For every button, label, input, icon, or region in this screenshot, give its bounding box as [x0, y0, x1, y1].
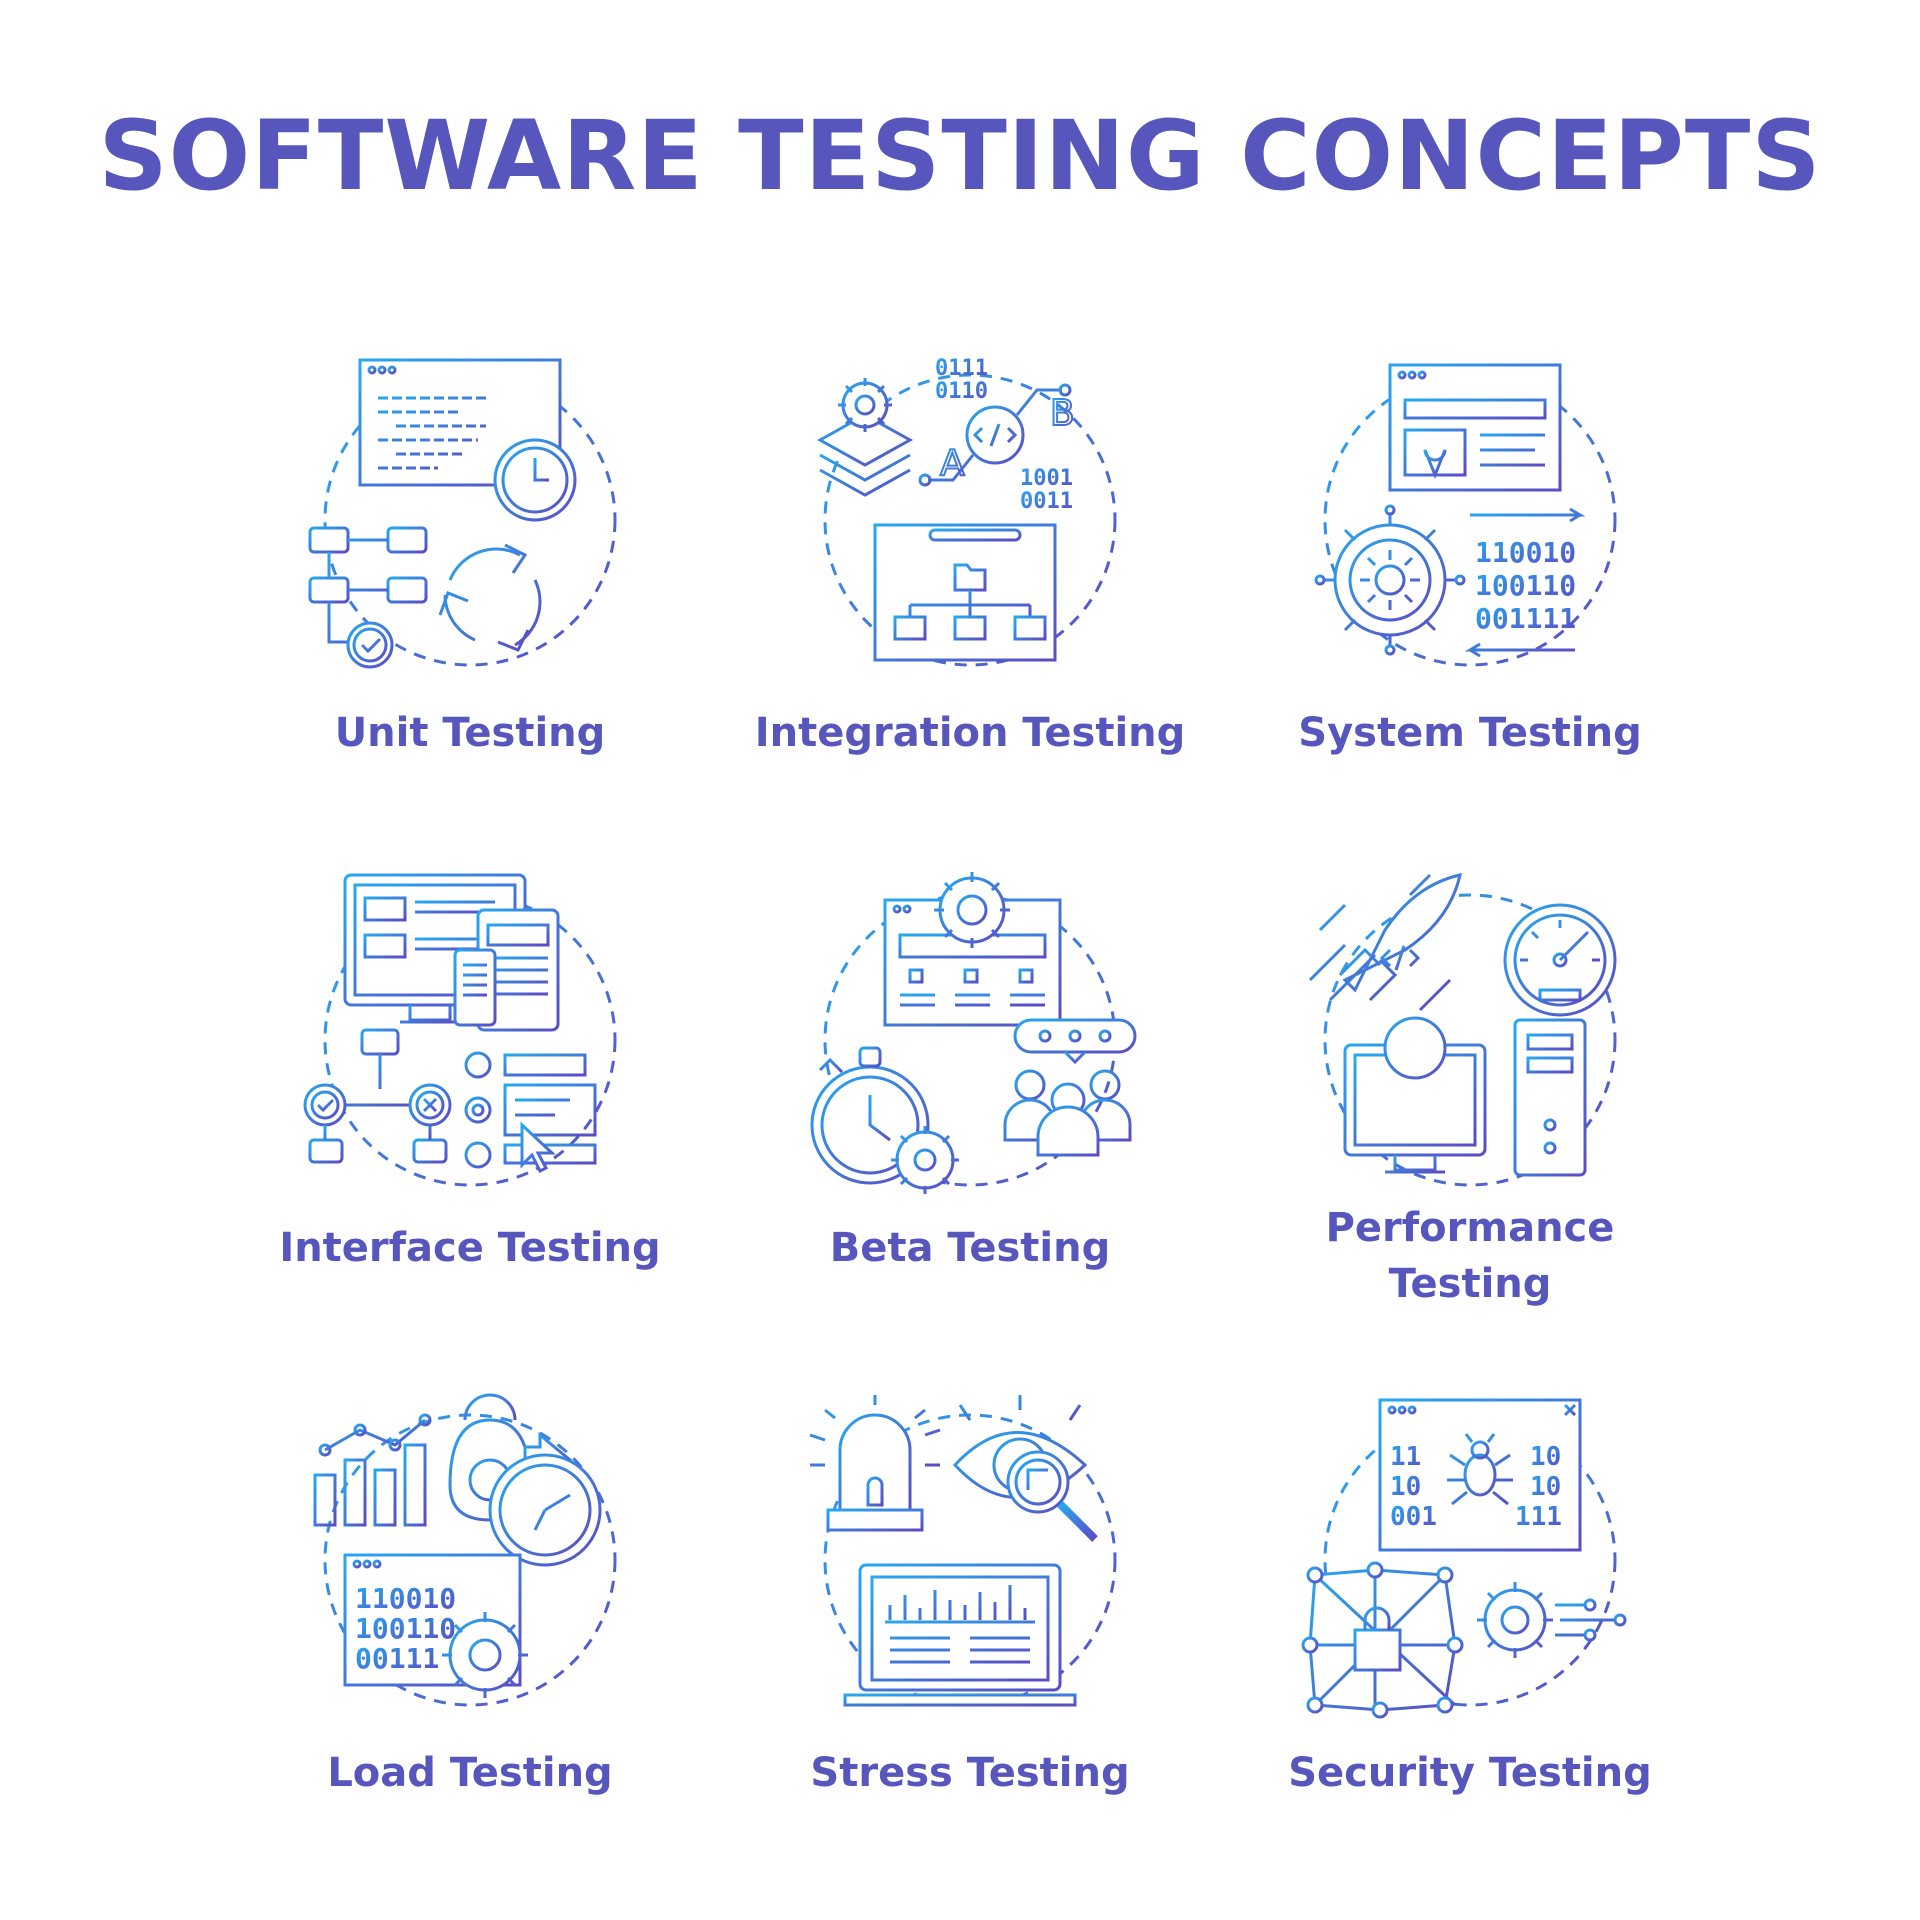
concept-label: Load Testing	[327, 1750, 613, 1796]
svg-text:B: B	[1050, 393, 1075, 434]
security-testing-icon: 11 10 001 10 10 111	[1300, 1390, 1640, 1730]
concept-label: Unit Testing	[334, 710, 606, 756]
concept-label: System Testing	[1298, 710, 1642, 756]
svg-text:A: A	[940, 443, 965, 484]
unit-testing-icon	[300, 350, 640, 690]
system-testing-icon: 110010 100110 001111	[1300, 350, 1640, 690]
load-testing-icon: 110010 100110 00111	[300, 1390, 640, 1730]
concept-label: Integration Testing	[754, 710, 1186, 756]
svg-text:110010: 110010	[355, 1582, 456, 1615]
svg-text:0110: 0110	[935, 379, 988, 404]
svg-text:001111: 001111	[1475, 602, 1576, 635]
svg-text:10: 10	[1530, 1472, 1561, 1502]
performance-testing-icon	[1300, 870, 1640, 1210]
concept-label: Interface Testing	[279, 1225, 661, 1271]
concept-label: Beta Testing	[829, 1225, 1111, 1271]
concept-label-line2: Testing	[1388, 1261, 1552, 1307]
svg-text:0111: 0111	[935, 356, 988, 381]
beta-testing-icon	[800, 870, 1140, 1210]
concept-label-line1: Performance	[1325, 1205, 1615, 1251]
integration-testing-icon: 0111 0110 1001 0011 A B	[800, 350, 1140, 690]
stress-testing-icon	[800, 1390, 1140, 1730]
svg-text:111: 111	[1515, 1502, 1562, 1532]
page-title: SOFTWARE TESTING CONCEPTS	[98, 100, 1822, 212]
svg-text:0011: 0011	[1020, 489, 1073, 514]
concept-label: Stress Testing	[810, 1750, 1130, 1796]
svg-text:1001: 1001	[1020, 466, 1073, 491]
svg-text:001: 001	[1390, 1502, 1437, 1532]
interface-testing-icon	[300, 870, 640, 1210]
svg-text:100110: 100110	[355, 1612, 456, 1645]
concept-label: Security Testing	[1288, 1750, 1652, 1796]
svg-text:11: 11	[1390, 1442, 1421, 1472]
svg-text:10: 10	[1390, 1472, 1421, 1502]
svg-text:110010: 110010	[1475, 536, 1576, 569]
concept-label: Performance Testing	[1150, 1200, 1790, 1312]
svg-text:10: 10	[1530, 1442, 1561, 1472]
svg-text:100110: 100110	[1475, 569, 1576, 602]
svg-text:00111: 00111	[355, 1642, 439, 1675]
